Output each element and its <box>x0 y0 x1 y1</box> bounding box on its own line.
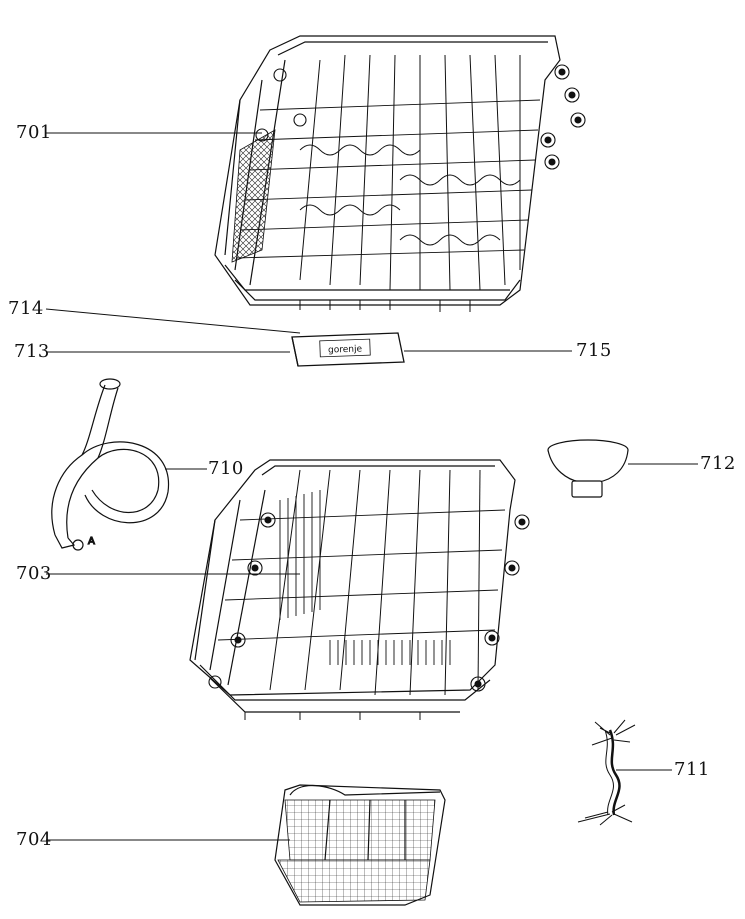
callout-710: 710 <box>208 458 244 479</box>
callout-704: 704 <box>16 829 52 850</box>
callout-713: 713 <box>14 341 50 362</box>
callout-701: 701 <box>16 122 52 143</box>
hose-end-marker: A <box>88 536 95 547</box>
callout-711: 711 <box>674 759 710 780</box>
callout-703: 703 <box>16 563 52 584</box>
spray-hose: A <box>51 378 169 551</box>
brand-badge: gorenje <box>291 332 405 367</box>
lower-basket <box>189 459 530 720</box>
upper-basket <box>214 35 586 312</box>
wire-harness <box>577 719 636 826</box>
filter-cap <box>547 439 629 498</box>
callout-715: 715 <box>576 340 612 361</box>
callout-714: 714 <box>8 298 44 319</box>
leader-lines <box>45 132 698 841</box>
badge-brand-text: gorenje <box>328 344 363 355</box>
callout-712: 712 <box>700 453 736 474</box>
cutlery-basket <box>274 784 446 906</box>
